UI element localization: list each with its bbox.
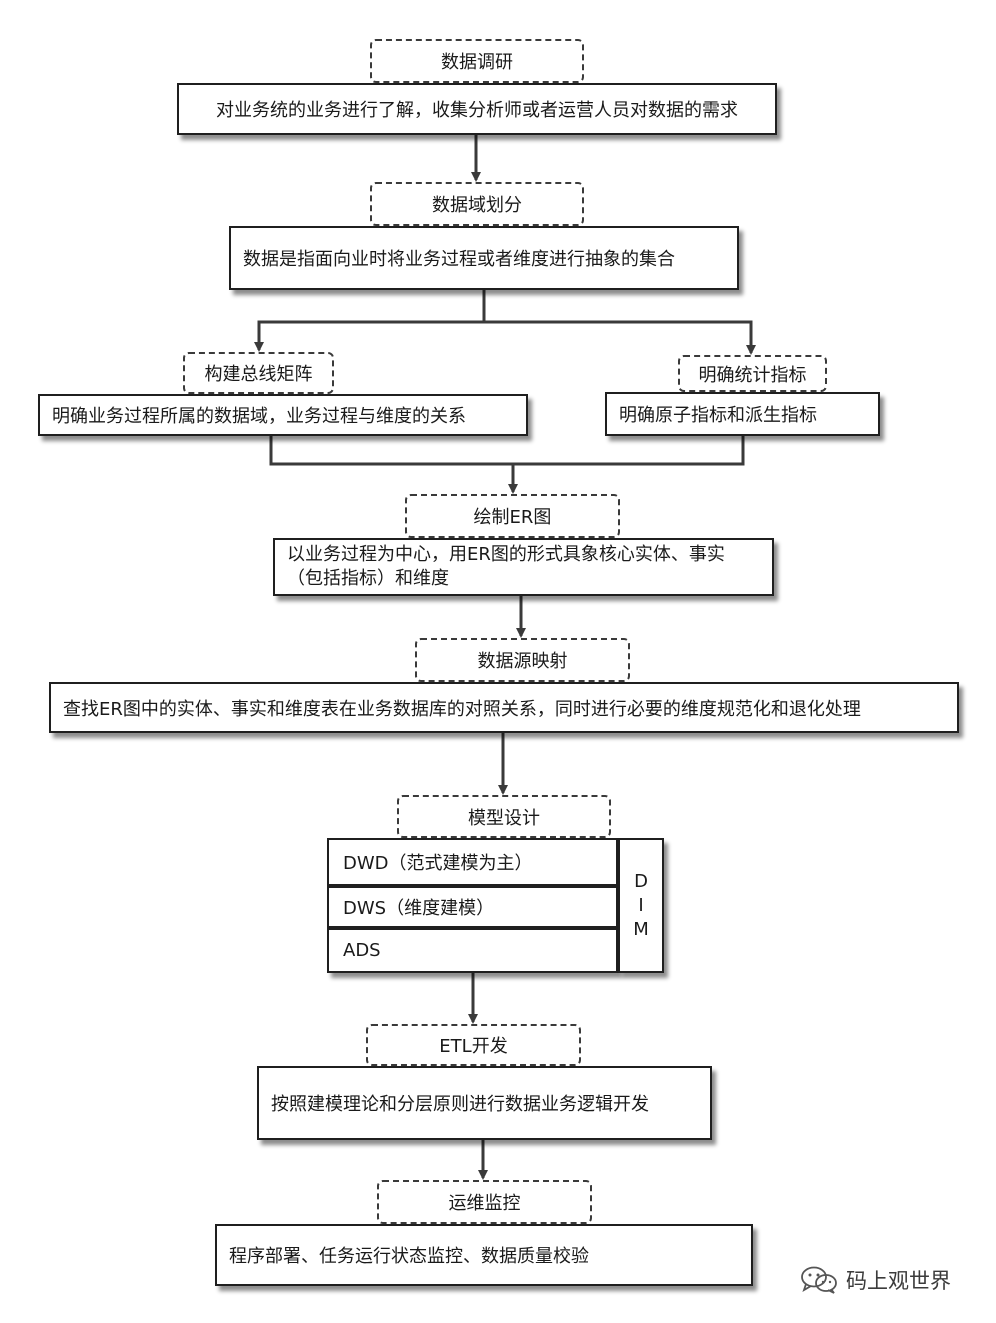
wechat-icon xyxy=(801,1266,837,1294)
step-er-desc: 以业务过程为中心，用ER图的形式具象核心实体、事实（包括指标）和维度 xyxy=(273,538,774,596)
arrow-domain-to-metrics xyxy=(484,320,756,355)
step-domain-title: 数据域划分 xyxy=(370,182,584,226)
step-model-title: 模型设计 xyxy=(397,795,611,838)
model-layer-ads: ADS xyxy=(327,928,618,973)
step-research-title: 数据调研 xyxy=(370,39,584,83)
step-etl-title: ETL开发 xyxy=(366,1024,581,1066)
step-er-title: 绘制ER图 xyxy=(405,494,620,538)
step-ops-title: 运维监控 xyxy=(377,1180,592,1224)
step-research-desc: 对业务统的业务进行了解，收集分析师或者运营人员对数据的需求 xyxy=(177,83,777,135)
model-dim-column: D I M xyxy=(618,838,664,973)
step-bus-desc: 明确业务过程所属的数据域，业务过程与维度的关系 xyxy=(38,394,528,436)
model-layer-dws: DWS（维度建模） xyxy=(327,886,618,928)
step-metrics-desc: 明确原子指标和派生指标 xyxy=(605,392,880,436)
model-layer-dwd: DWD（范式建模为主） xyxy=(327,838,618,886)
arrow-merge-to-er xyxy=(269,436,745,466)
watermark: 码上观世界 xyxy=(800,1262,985,1298)
watermark-text: 码上观世界 xyxy=(846,1269,951,1293)
step-mapping-desc: 查找ER图中的实体、事实和维度表在业务数据库的对照关系，同时进行必要的维度规范化… xyxy=(49,682,959,733)
step-mapping-title: 数据源映射 xyxy=(415,638,630,682)
dim-letter-d: D xyxy=(634,870,648,892)
step-ops-desc: 程序部署、任务运行状态监控、数据质量校验 xyxy=(215,1224,753,1286)
step-metrics-title: 明确统计指标 xyxy=(678,355,827,392)
step-etl-desc: 按照建模理论和分层原则进行数据业务逻辑开发 xyxy=(257,1066,712,1140)
dim-letter-m: M xyxy=(633,918,649,940)
dim-letter-i: I xyxy=(638,894,644,916)
step-domain-desc: 数据是指面向业时将业务过程或者维度进行抽象的集合 xyxy=(229,226,739,290)
step-bus-title: 构建总线矩阵 xyxy=(183,352,334,394)
arrow-domain-split xyxy=(254,290,486,352)
